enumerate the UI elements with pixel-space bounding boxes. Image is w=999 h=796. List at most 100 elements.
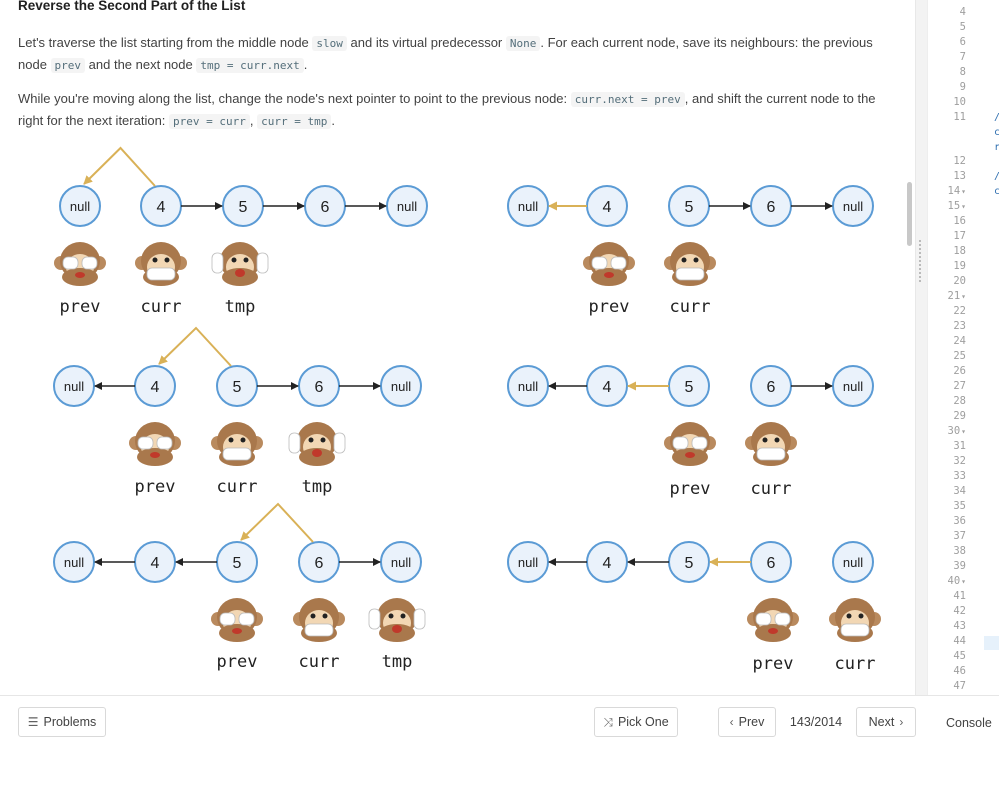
console-button[interactable]: Console (946, 716, 992, 730)
text: Let's traverse the list starting from th… (18, 35, 313, 50)
list-node: null (832, 185, 874, 227)
article-panel: Reverse the Second Part of the List Let'… (18, 0, 912, 674)
list-node: null (507, 365, 549, 407)
node-label: 6 (767, 555, 776, 572)
text: , and shift the current node to the righ… (18, 91, 876, 128)
node-label: 6 (315, 555, 324, 572)
list-node: null (832, 541, 874, 583)
line-number: 13 (953, 170, 966, 182)
line-number: 5 (959, 21, 966, 33)
list-node: 4 (140, 185, 182, 227)
node-circle (832, 185, 874, 227)
line-number: 12 (953, 155, 966, 167)
pointer-label: curr (299, 652, 340, 672)
text: . For each current node, save its neighb… (18, 35, 873, 72)
chevron-right-icon: › (899, 715, 904, 729)
text: and its virtual predecessor (346, 35, 506, 50)
prev-button[interactable]: ‹ Prev (718, 707, 776, 737)
monkey-eyes-icon (54, 242, 106, 286)
list-node: null (832, 365, 874, 407)
line-number: 17 (953, 230, 966, 242)
line-number: 14▾ (947, 185, 966, 197)
fold-chevron-icon[interactable]: ▾ (961, 202, 966, 211)
line-number: 23 (953, 320, 966, 332)
node-label: null (843, 199, 863, 214)
node-label: 4 (603, 379, 612, 396)
text: While you're moving along the list, chan… (18, 91, 571, 106)
node-label: null (518, 199, 538, 214)
monkey-mouth-icon (211, 422, 263, 466)
line-number: 38 (953, 545, 966, 557)
line-number: 31 (953, 440, 966, 452)
pointer-label: prev (670, 479, 711, 499)
line-number: 18 (953, 245, 966, 257)
list-node: null (380, 541, 422, 583)
splitter-grip-icon[interactable] (919, 240, 924, 282)
pick-one-button[interactable]: ⤨ Pick One (594, 707, 678, 737)
inline-code: prev (50, 58, 86, 73)
node-label: 5 (239, 199, 248, 216)
list-node: 4 (134, 365, 176, 407)
line-number: 6 (959, 36, 966, 48)
article-scrollbar-thumb[interactable] (907, 182, 912, 246)
pane-splitter[interactable] (915, 0, 928, 695)
list-node: null (53, 541, 95, 583)
line-number: 30▾ (947, 425, 966, 437)
list-node: null (380, 365, 422, 407)
list-node: 4 (586, 365, 628, 407)
problems-button[interactable]: ☰ Problems (18, 707, 106, 737)
node-circle (59, 185, 101, 227)
node-circle (380, 365, 422, 407)
line-number: 16 (953, 215, 966, 227)
monkey-eyes-icon (583, 242, 635, 286)
fold-chevron-icon[interactable]: ▾ (961, 427, 966, 436)
node-label: null (518, 379, 538, 394)
node-label: null (843, 555, 863, 570)
monkey-eyes-icon (747, 598, 799, 642)
gold-pointer-arrow (240, 502, 314, 543)
shuffle-icon: ⤨ (603, 714, 613, 729)
line-number: 41 (953, 590, 966, 602)
node-label: 5 (233, 555, 242, 572)
node-label: 4 (151, 555, 160, 572)
monkey-eyes-icon (129, 422, 181, 466)
node-circle (386, 185, 428, 227)
next-button[interactable]: Next › (856, 707, 916, 737)
list-node: 5 (668, 185, 710, 227)
line-number: 47 (953, 680, 966, 692)
line-number: 28 (953, 395, 966, 407)
monkey-mouth-icon (745, 422, 797, 466)
node-label: null (843, 379, 863, 394)
line-number: 44 (953, 635, 966, 647)
node-label: 6 (321, 199, 330, 216)
fold-chevron-icon[interactable]: ▾ (961, 577, 966, 586)
node-label: 4 (151, 379, 160, 396)
list-node: 6 (298, 541, 340, 583)
line-number: 22 (953, 305, 966, 317)
line-number: 27 (953, 380, 966, 392)
pick-one-label: Pick One (617, 715, 669, 729)
node-label: null (70, 199, 90, 214)
list-node: 5 (216, 541, 258, 583)
inline-code: curr.next = prev (570, 92, 685, 107)
line-number: 37 (953, 530, 966, 542)
node-circle (832, 541, 874, 583)
node-label: null (64, 555, 84, 570)
pointer-label: curr (751, 479, 792, 499)
list-node: 5 (222, 185, 264, 227)
monkey-mouth-icon (829, 598, 881, 642)
inline-code: prev = curr (169, 114, 250, 129)
pointer-label: prev (589, 297, 630, 317)
node-circle (832, 365, 874, 407)
pointer-label: prev (135, 477, 176, 497)
code-fragment: c (994, 127, 999, 138)
node-label: 4 (603, 199, 612, 216)
line-number: 9 (959, 81, 966, 93)
fold-chevron-icon[interactable]: ▾ (961, 292, 966, 301)
text: . (303, 57, 308, 72)
list-node: null (53, 365, 95, 407)
list-node: null (59, 185, 101, 227)
fold-chevron-icon[interactable]: ▾ (961, 187, 966, 196)
